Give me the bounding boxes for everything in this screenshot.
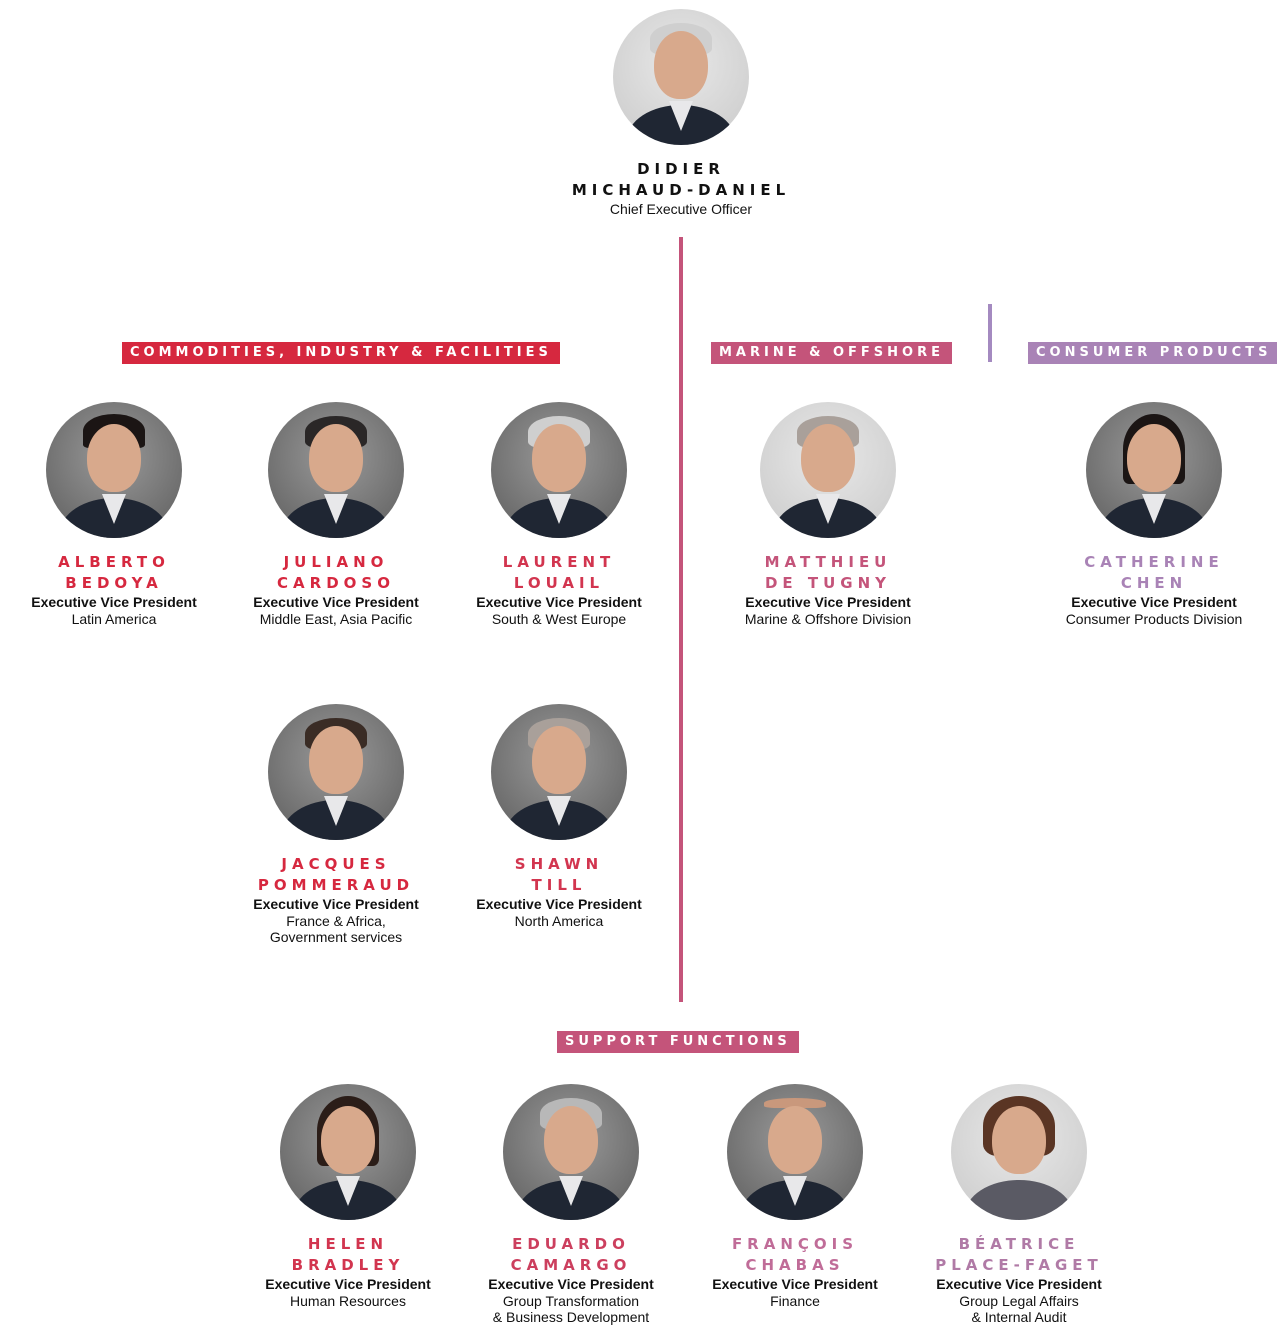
person-last-name: CARDOSO	[277, 574, 395, 592]
person-dept: Group Transformation	[502, 1293, 640, 1309]
person-photo	[268, 402, 404, 538]
person-dept: South & West Europe	[491, 611, 627, 627]
person-last-name: CHABAS	[745, 1256, 845, 1274]
person-dept: Human Resources	[290, 1293, 406, 1309]
person-dept: Group Legal Affairs	[959, 1293, 1079, 1309]
person-first-name: FRANÇOIS	[731, 1235, 859, 1253]
person-dept: North America	[514, 913, 604, 929]
person-first-name: ALBERTO	[58, 553, 170, 571]
person-last-name: CHEN	[1120, 574, 1188, 592]
person-first-name: EDUARDO	[512, 1235, 630, 1253]
person-photo	[46, 402, 182, 538]
person-name: JULIANO CARDOSO	[226, 552, 446, 594]
person-card: JACQUES POMMERAUD Executive Vice Preside…	[226, 704, 446, 945]
person-card: JULIANO CARDOSO Executive Vice President…	[226, 402, 446, 627]
person-name: JACQUES POMMERAUD	[226, 854, 446, 896]
person-dept: Latin America	[71, 611, 157, 627]
person-first-name: MATTHIEU	[764, 553, 892, 571]
person-card: HELEN BRADLEY Executive Vice President H…	[238, 1084, 458, 1309]
person-name: EDUARDO CAMARGO	[461, 1234, 681, 1276]
person-title: Executive Vice President	[476, 594, 642, 610]
person-title: Executive Vice President	[265, 1276, 431, 1292]
person-last-name: PLACE-FAGET	[935, 1256, 1103, 1274]
ceo-last-name: MICHAUD-DANIEL	[571, 181, 791, 199]
ceo-title: Chief Executive Officer	[609, 201, 753, 217]
person-last-name: BEDOYA	[65, 574, 163, 592]
person-photo	[268, 704, 404, 840]
person-title: Executive Vice President	[476, 896, 642, 912]
person-dept: Finance	[770, 1293, 820, 1309]
person-photo	[1086, 402, 1222, 538]
person-first-name: LAURENT	[502, 553, 616, 571]
ceo-photo	[613, 9, 749, 145]
person-name: MATTHIEU DE TUGNY	[718, 552, 938, 594]
ceo-first-name: DIDIER	[637, 160, 725, 178]
ceo-card: DIDIER MICHAUD-DANIEL Chief Executive Of…	[571, 9, 791, 217]
person-last-name: LOUAIL	[513, 574, 605, 592]
person-card: ALBERTO BEDOYA Executive Vice President …	[4, 402, 224, 627]
person-first-name: BÉATRICE	[958, 1235, 1080, 1253]
person-title: Executive Vice President	[488, 1276, 654, 1292]
person-name: FRANÇOIS CHABAS	[685, 1234, 905, 1276]
person-dept-line2: Government services	[269, 929, 403, 945]
person-card: CATHERINE CHEN Executive Vice President …	[1044, 402, 1264, 627]
person-last-name: TILL	[531, 876, 587, 894]
person-last-name: POMMERAUD	[257, 876, 415, 894]
person-name: BÉATRICE PLACE-FAGET	[909, 1234, 1129, 1276]
person-last-name: DE TUGNY	[764, 574, 892, 592]
person-dept-line2: & Business Development	[492, 1309, 650, 1325]
person-card: MATTHIEU DE TUGNY Executive Vice Preside…	[718, 402, 938, 627]
person-first-name: JULIANO	[283, 553, 389, 571]
person-dept: France & Africa,	[286, 913, 386, 929]
section-label-consumer: CONSUMER PRODUCTS	[1028, 342, 1277, 364]
person-photo	[503, 1084, 639, 1220]
person-last-name: BRADLEY	[291, 1256, 405, 1274]
person-first-name: CATHERINE	[1084, 553, 1224, 571]
person-name: SHAWN TILL	[449, 854, 669, 896]
person-title: Executive Vice President	[253, 896, 419, 912]
person-title: Executive Vice President	[936, 1276, 1102, 1292]
person-first-name: SHAWN	[514, 855, 604, 873]
person-title: Executive Vice President	[31, 594, 197, 610]
person-title: Executive Vice President	[1071, 594, 1237, 610]
person-name: CATHERINE CHEN	[1044, 552, 1264, 594]
section-label-marine: MARINE & OFFSHORE	[711, 342, 952, 364]
person-dept: Consumer Products Division	[1065, 611, 1243, 627]
person-photo	[727, 1084, 863, 1220]
person-card: BÉATRICE PLACE-FAGET Executive Vice Pres…	[909, 1084, 1129, 1325]
person-card: LAURENT LOUAIL Executive Vice President …	[449, 402, 669, 627]
ceo-name: DIDIER MICHAUD-DANIEL	[571, 159, 791, 201]
person-photo	[951, 1084, 1087, 1220]
person-photo	[280, 1084, 416, 1220]
person-title: Executive Vice President	[712, 1276, 878, 1292]
person-dept: Marine & Offshore Division	[744, 611, 912, 627]
person-card: FRANÇOIS CHABAS Executive Vice President…	[685, 1084, 905, 1309]
person-title: Executive Vice President	[253, 594, 419, 610]
person-last-name: CAMARGO	[510, 1256, 632, 1274]
person-dept: Middle East, Asia Pacific	[259, 611, 413, 627]
person-card: EDUARDO CAMARGO Executive Vice President…	[461, 1084, 681, 1325]
person-card: SHAWN TILL Executive Vice President Nort…	[449, 704, 669, 929]
section-label-support: SUPPORT FUNCTIONS	[557, 1031, 799, 1053]
person-photo	[760, 402, 896, 538]
person-name: ALBERTO BEDOYA	[4, 552, 224, 594]
person-first-name: HELEN	[307, 1235, 389, 1253]
person-name: LAURENT LOUAIL	[449, 552, 669, 594]
person-title: Executive Vice President	[745, 594, 911, 610]
section-label-cif: COMMODITIES, INDUSTRY & FACILITIES	[122, 342, 560, 364]
person-photo	[491, 402, 627, 538]
person-name: HELEN BRADLEY	[238, 1234, 458, 1276]
person-photo	[491, 704, 627, 840]
person-first-name: JACQUES	[281, 855, 391, 873]
person-dept-line2: & Internal Audit	[971, 1309, 1067, 1325]
